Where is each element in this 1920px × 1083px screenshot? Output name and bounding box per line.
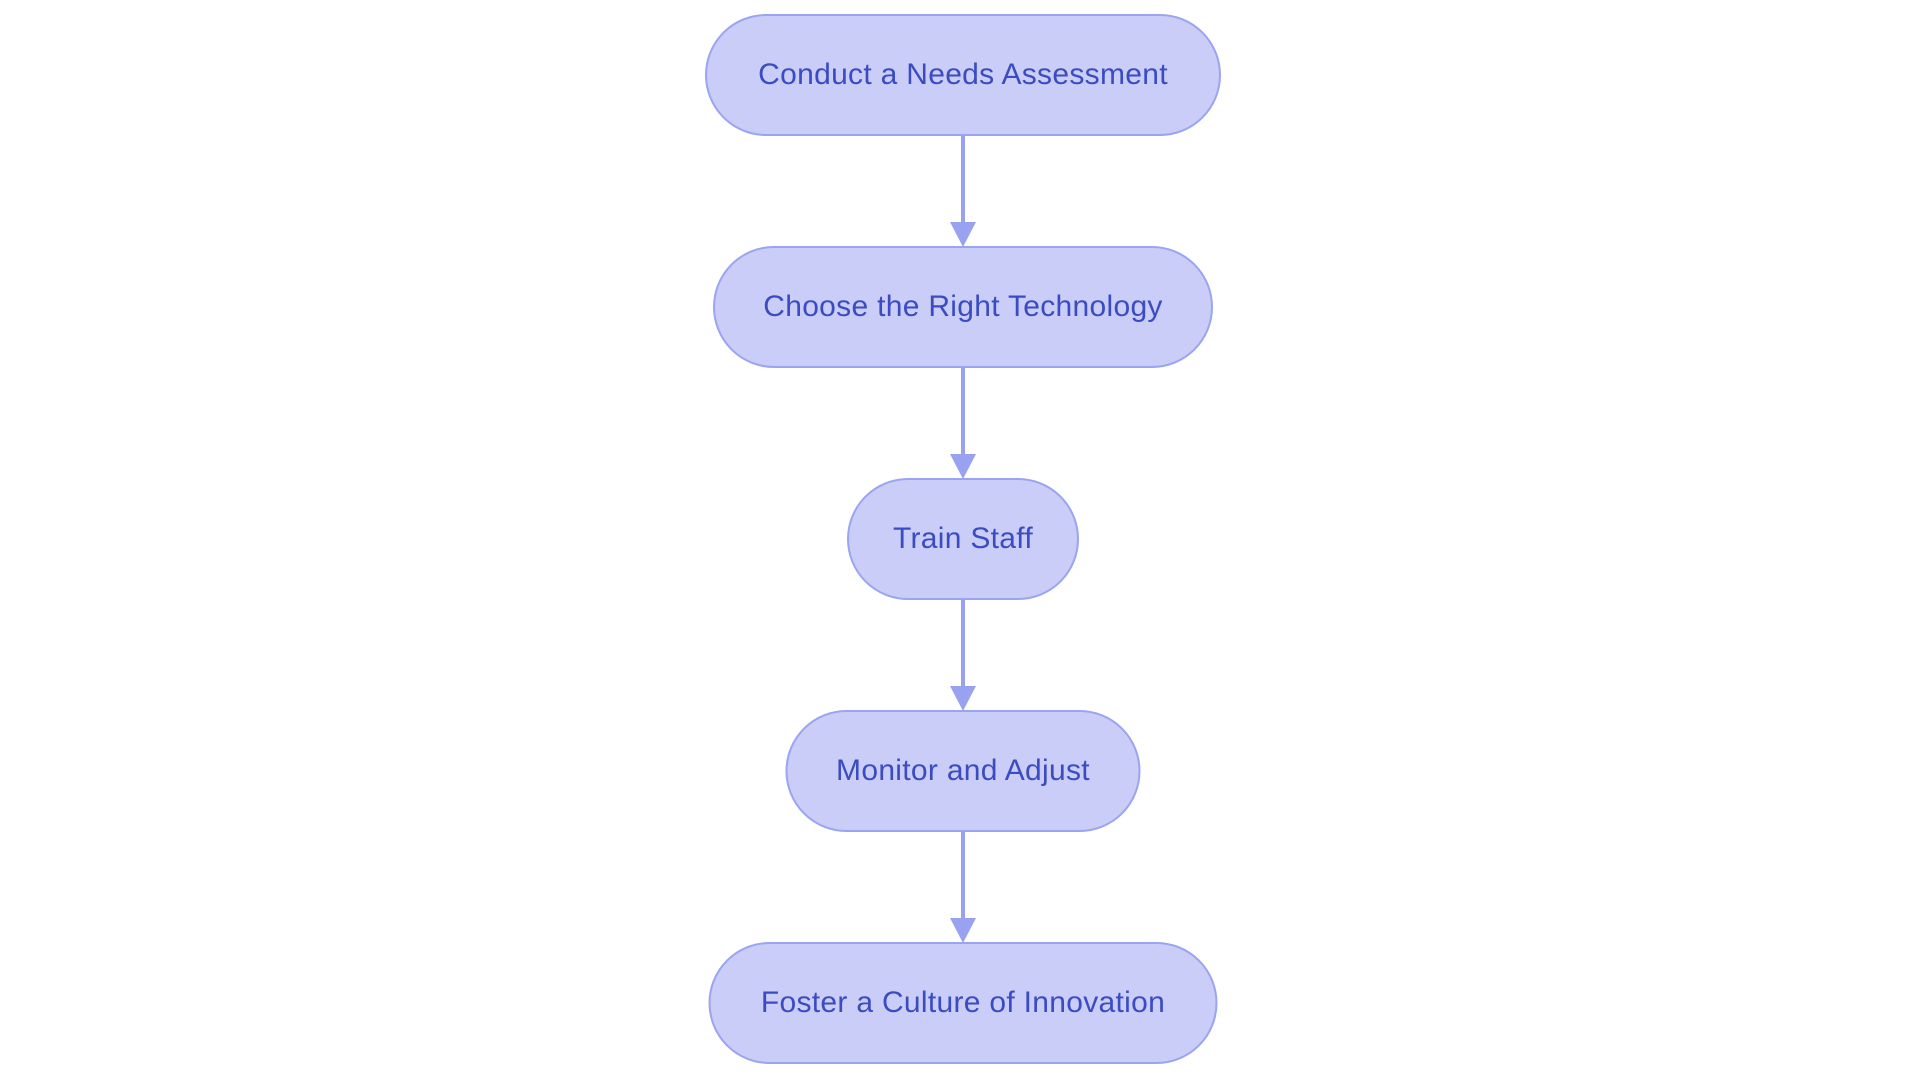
flow-node-monitor-and-adjust: Monitor and Adjust: [785, 710, 1141, 832]
flow-node-train-staff: Train Staff: [847, 478, 1079, 600]
arrow-line: [961, 136, 965, 222]
flow-node-label: Monitor and Adjust: [836, 754, 1090, 787]
flow-node-foster-culture-innovation: Foster a Culture of Innovation: [708, 942, 1218, 1064]
flow-node-label: Choose the Right Technology: [763, 290, 1163, 323]
arrow-down-icon: [950, 918, 976, 943]
flow-node-choose-right-technology: Choose the Right Technology: [713, 246, 1213, 368]
arrow-down-icon: [950, 686, 976, 711]
arrow-line: [961, 600, 965, 686]
arrow-down-icon: [950, 454, 976, 479]
arrow-down-icon: [950, 222, 976, 247]
arrow-line: [961, 832, 965, 918]
flow-node-label: Train Staff: [892, 522, 1034, 555]
flow-node-label: Foster a Culture of Innovation: [760, 986, 1166, 1019]
flow-node-conduct-needs-assessment: Conduct a Needs Assessment: [705, 14, 1221, 136]
arrow-line: [961, 368, 965, 454]
flow-node-label: Conduct a Needs Assessment: [758, 58, 1168, 91]
